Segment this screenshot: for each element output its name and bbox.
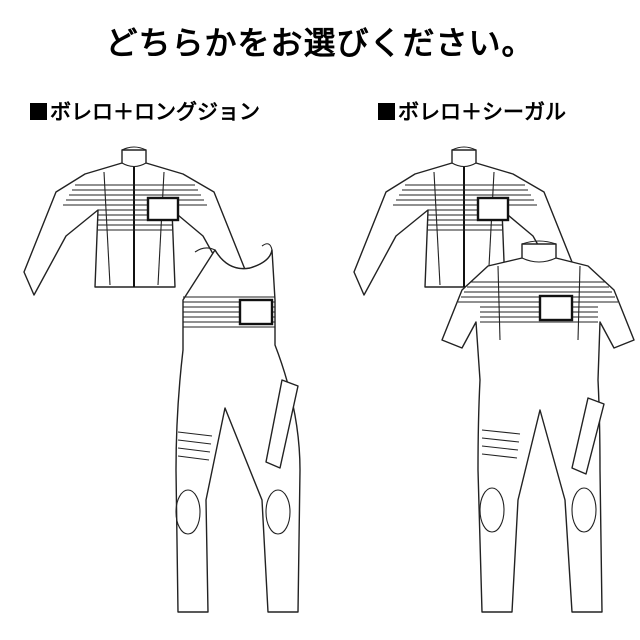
seagull-suit: [440, 239, 636, 614]
longjohn-suit: [174, 242, 302, 614]
option-label: ボレロ＋ロングジョン: [50, 100, 260, 124]
page-title: どちらかをお選びください。: [105, 24, 535, 62]
square-bullet-icon: [378, 103, 395, 120]
option-label: ボレロ＋シーガル: [398, 100, 566, 124]
square-bullet-icon: [30, 103, 47, 120]
option-bolero-seagull[interactable]: ボレロ＋シーガル: [378, 96, 566, 126]
option-bolero-longjohn[interactable]: ボレロ＋ロングジョン: [30, 96, 260, 126]
